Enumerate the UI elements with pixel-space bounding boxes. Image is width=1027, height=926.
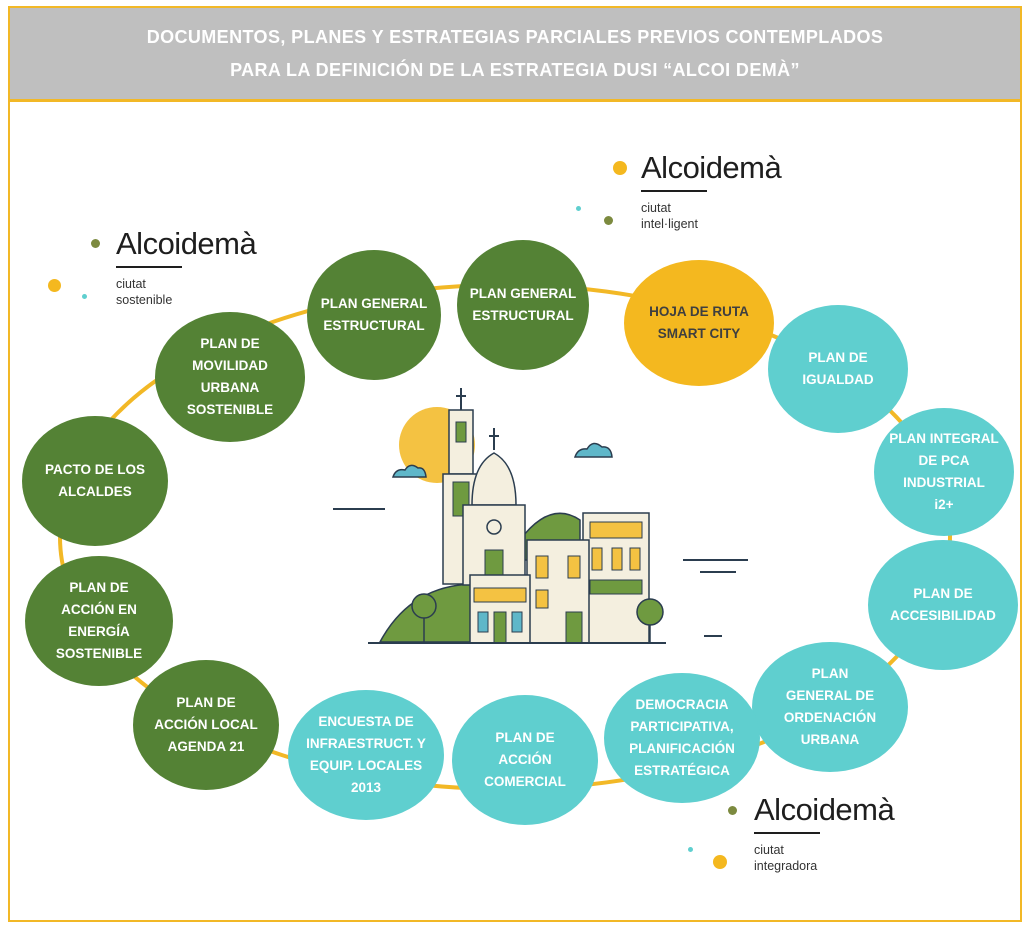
node-plan-general-estructural-1: PLAN GENERAL ESTRUCTURAL [307,250,441,380]
node-plan-general-estructural-2: PLAN GENERAL ESTRUCTURAL [457,240,589,370]
building-icon [469,574,531,644]
node-plan-accion-local-agenda-21: PLAN DE ACCIÓN LOCAL AGENDA 21 [133,660,279,790]
logo-dot-icon [48,279,61,292]
node-label: PLAN GENERAL ESTRUCTURAL [469,286,577,323]
building-icon [526,539,590,644]
logo-dot-icon [604,216,613,225]
logo-ciutat-intel-ligent: Alcoidemà ciutat intel·ligent [641,150,782,232]
node-plan-movilidad-urbana-sostenible: PLAN DE MOVILIDAD URBANA SOSTENIBLE [155,312,305,442]
logo-rule [754,832,820,834]
node-pacto-de-los-alcaldes: PACTO DE LOS ALCALDES [22,416,168,546]
node-label: ENCUESTA DE INFRAESTRUCT. Y EQUIP. LOCAL… [306,714,426,795]
node-label: PACTO DE LOS ALCALDES [44,462,145,499]
node-plan-general-ordenacion-urbana: PLAN GENERAL DE ORDENACIÓN URBANA [752,642,908,772]
logo-ciutat-sostenible: Alcoidemà ciutat sostenible [116,226,257,308]
logo-subtitle: ciutat integradora [754,843,818,873]
logo-dot-icon [613,161,627,175]
logo-dot-icon [688,847,693,852]
node-plan-de-igualdad: PLAN DE IGUALDAD [768,305,908,433]
node-hoja-de-ruta-smart-city: HOJA DE RUTA SMART CITY [624,260,774,386]
node-label: PLAN DE ACCIÓN LOCAL AGENDA 21 [154,695,258,754]
node-plan-de-accion-comercial: PLAN DE ACCIÓN COMERCIAL [452,695,598,825]
logo-rule [641,190,707,192]
node-label: DEMOCRACIA PARTICIPATIVA, PLANIFICACIÓN … [629,697,735,778]
node-plan-de-accesibilidad: PLAN DE ACCESIBILIDAD [868,540,1018,670]
node-label: PLAN DE IGUALDAD [802,350,874,387]
node-label: HOJA DE RUTA SMART CITY [649,304,749,341]
node-encuesta-infraestructuras: ENCUESTA DE INFRAESTRUCT. Y EQUIP. LOCAL… [288,690,444,820]
cloud-icon [573,442,613,458]
logo-subtitle: ciutat intel·ligent [641,201,698,231]
building-icon [582,512,650,644]
church-icon [462,428,526,586]
logo-dot-icon [576,206,581,211]
figure-header: DOCUMENTOS, PLANES Y ESTRATEGIAS PARCIAL… [10,8,1020,102]
logo-subtitle: ciutat sostenible [116,277,173,307]
logo-brand: Alcoidemà [116,226,257,261]
logo-dot-icon [91,239,100,248]
logo-dot-icon [82,294,87,299]
logo-rule [116,266,182,268]
node-label: PLAN DE MOVILIDAD URBANA SOSTENIBLE [186,336,274,417]
node-label: PLAN DE ACCIÓN COMERCIAL [484,730,566,789]
logo-dot-icon [713,855,727,869]
logo-brand: Alcoidemà [754,792,895,827]
node-label: PLAN GENERAL DE ORDENACIÓN URBANA [783,666,877,747]
node-label: PLAN DE ACCIÓN EN ENERGÍA SOSTENIBLE [55,580,143,661]
tree-icon [636,598,664,643]
node-label: PLAN GENERAL ESTRUCTURAL [320,296,428,333]
node-plan-accion-energia-sostenible: PLAN DE ACCIÓN EN ENERGÍA SOSTENIBLE [25,556,173,686]
header-title-line-2: PARA LA DEFINICIÓN DE LA ESTRATEGIA DUSI… [230,59,800,80]
cloud-icon [391,464,427,478]
logo-brand: Alcoidemà [641,150,782,185]
node-label: PLAN DE ACCESIBILIDAD [890,586,996,623]
node-democracia-participativa: DEMOCRACIA PARTICIPATIVA, PLANIFICACIÓN … [604,673,760,803]
logo-dot-icon [728,806,737,815]
logo-ciutat-integradora: Alcoidemà ciutat integradora [754,792,895,874]
tree-icon [411,593,437,642]
figure-frame [8,6,1022,922]
node-label: PLAN INTEGRAL DE PCA INDUSTRIAL i2+ [889,431,999,512]
node-plan-integral-pca-industrial: PLAN INTEGRAL DE PCA INDUSTRIAL i2+ [874,408,1014,536]
header-title-line-1: DOCUMENTOS, PLANES Y ESTRATEGIAS PARCIAL… [146,26,884,47]
